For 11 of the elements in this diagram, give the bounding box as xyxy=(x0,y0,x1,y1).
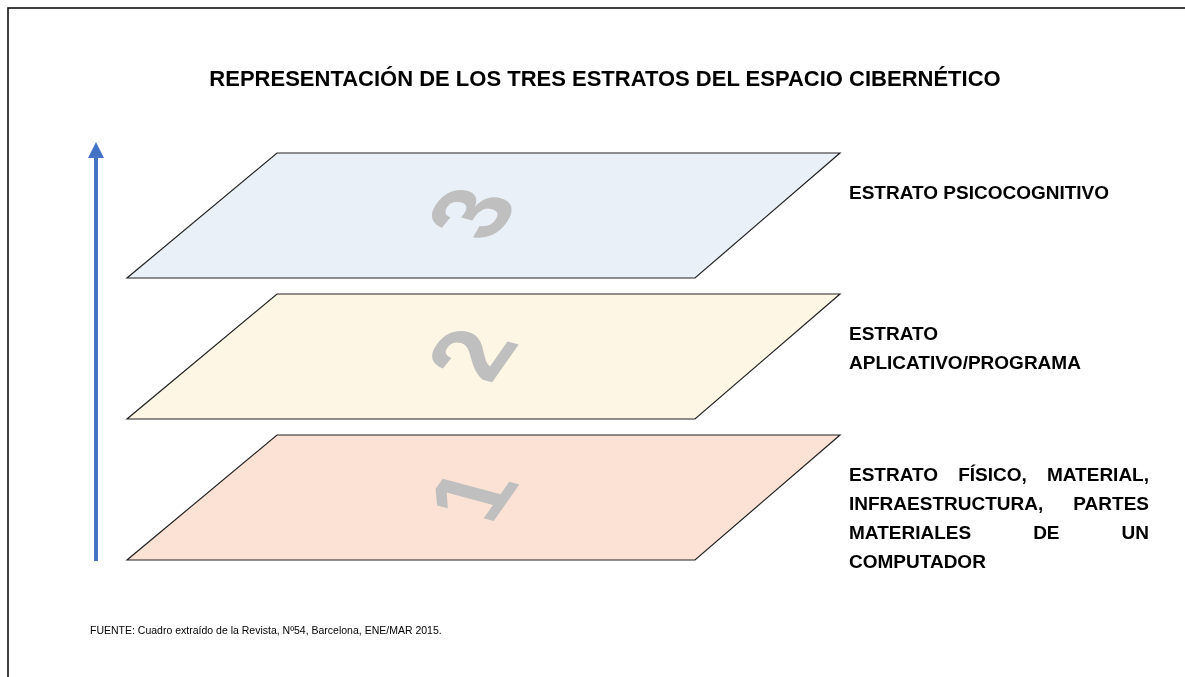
layer-number: 1 xyxy=(407,459,537,531)
layer-plane xyxy=(127,153,840,278)
layer-number: 3 xyxy=(407,177,537,249)
diagram-title: REPRESENTACIÓN DE LOS TRES ESTRATOS DEL ESPACIO CIBERNÉTICO xyxy=(208,66,1002,92)
layer-plane xyxy=(127,294,840,419)
layer-label: ESTRATO FÍSICO, MATERIAL, INFRAESTRUCTURA, PARTES MATERIALES DE UN COMPUTADOR xyxy=(849,463,1149,574)
layer-plane xyxy=(127,435,840,560)
layer-label: ESTRATO PSICOCOGNITIVO xyxy=(849,181,1111,205)
layer-number: 2 xyxy=(407,318,537,390)
source-note: FUENTE: Cuadro extraído de la Revista, Nº54, Barcelona, ENE/MAR 2015. xyxy=(90,624,442,636)
layer-label: ESTRATO APLICATIVO/PROGRAMA xyxy=(849,322,1082,375)
